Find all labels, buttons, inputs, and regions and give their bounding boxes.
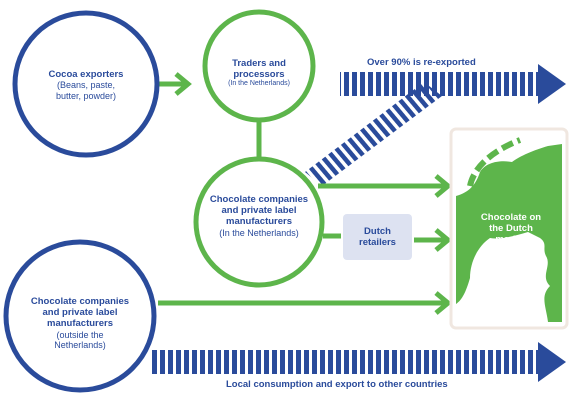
netherlands-coast-dashes [467,137,522,187]
traders-circle [202,9,316,123]
cocoa-exporters-label: Cocoa exporters (Beans, paste, butter, p… [26,69,146,101]
local-arrowhead [538,342,566,382]
netherlands-map-shape [456,144,562,322]
choc-outside-sub: (outside the Netherlands) [54,329,106,351]
choc-outside-title: Chocolate companies and private label ma… [30,296,130,330]
dutch-retailers-box: Dutch retailers [343,214,412,260]
reexport-banner: Over 90% is re-exported [367,57,476,68]
cocoa-exporters-title: Cocoa exporters [48,69,124,80]
arrow-exporters-to-traders-head [174,72,192,96]
reexport-band [340,72,540,96]
choc-outside-circle [3,239,157,393]
market-label: Chocolate on the Dutch market [480,212,542,246]
choc-nl-title: Chocolate companies and private label ma… [209,194,309,228]
arrow-retailers-to-market-head [434,228,452,252]
choc-nl-circle [193,156,325,288]
local-banner: Local consumption and export to other co… [226,379,448,390]
traders-label: Traders and processors (In the Netherlan… [209,58,309,89]
arrow-outside-to-market-head [434,291,452,315]
traders-title: Traders and processors [232,58,286,81]
dutch-retailers-label: Dutch retailers [359,225,396,248]
traders-sub: (In the Netherlands) [228,80,290,88]
reexport-arrowhead [538,64,566,104]
arrow-choc-to-market-head [434,174,452,198]
cocoa-exporters-sub: (Beans, paste, butter, powder) [55,80,117,101]
choc-nl-label: Chocolate companies and private label ma… [196,194,322,238]
reexport-diagonal-band [305,82,442,186]
choc-outside-label: Chocolate companies and private label ma… [14,296,146,351]
cocoa-exporters-circle [12,10,160,158]
local-band [150,350,540,374]
choc-nl-sub: (In the Netherlands) [219,227,299,238]
